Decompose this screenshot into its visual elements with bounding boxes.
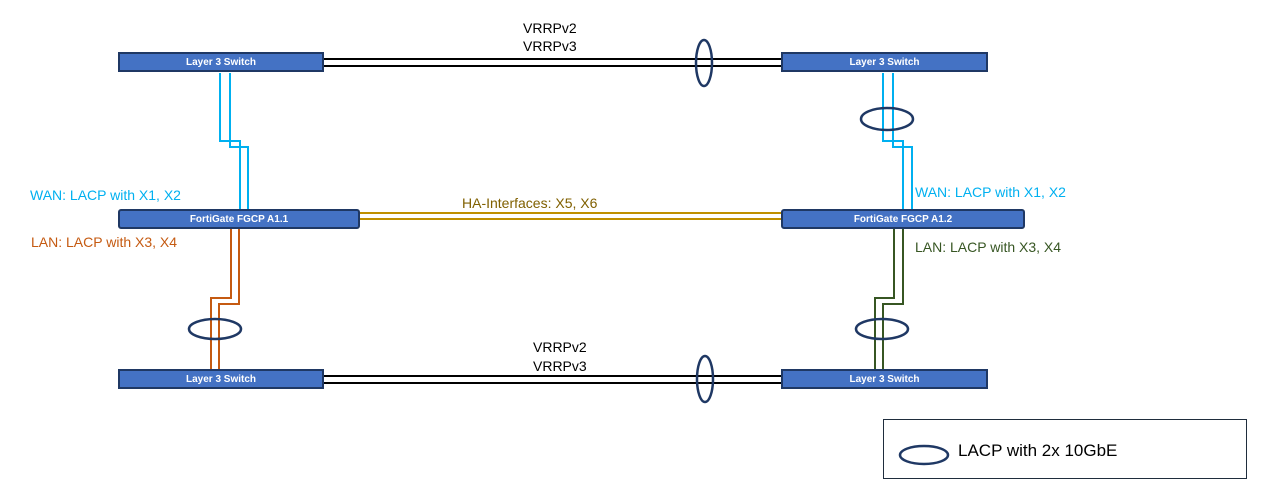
- fortigate-a1-2: FortiGate FGCP A1.2: [781, 209, 1025, 229]
- lan-link-right: [874, 228, 904, 370]
- vrrp-bottom-label-v2: VRRPv2: [533, 339, 587, 355]
- wan-left-label: WAN: LACP with X1, X2: [30, 187, 181, 203]
- switch-top-right: Layer 3 Switch: [781, 52, 988, 72]
- wan-right-label: WAN: LACP with X1, X2: [915, 184, 1066, 200]
- vrrp-bottom-label-v3: VRRPv3: [533, 358, 587, 374]
- legend-box: LACP with 2x 10GbE: [883, 419, 1247, 479]
- fortigate-a1-1: FortiGate FGCP A1.1: [118, 209, 360, 229]
- lan-left-label: LAN: LACP with X3, X4: [31, 234, 178, 250]
- switch-bottom-right: Layer 3 Switch: [781, 369, 988, 389]
- switch-top-left: Layer 3 Switch: [118, 52, 324, 72]
- vrrp-link-bottom: [322, 375, 782, 384]
- lacp-ellipse-lan-right: [854, 317, 910, 341]
- lacp-ellipse-lan-left: [187, 317, 243, 341]
- legend-label: LACP with 2x 10GbE: [958, 441, 1118, 460]
- wan-link-left: [219, 73, 249, 211]
- lacp-ellipse-wan-right: [859, 106, 915, 132]
- lan-right-label: LAN: LACP with X3, X4: [915, 239, 1062, 255]
- ha-link: [358, 212, 782, 220]
- vrrp-top-label-v2: VRRPv2: [523, 20, 577, 36]
- lacp-ellipse-bottom-link: [695, 354, 715, 404]
- vrrp-top-label-v3: VRRPv3: [523, 38, 577, 54]
- ha-interfaces-label: HA-Interfaces: X5, X6: [462, 195, 598, 211]
- lacp-ellipse-top-link: [694, 38, 714, 88]
- lan-link-left: [210, 228, 240, 370]
- lacp-legend-icon: [898, 444, 950, 466]
- wan-link-right: [882, 73, 913, 211]
- vrrp-link-top: [322, 58, 782, 67]
- switch-bottom-left: Layer 3 Switch: [118, 369, 324, 389]
